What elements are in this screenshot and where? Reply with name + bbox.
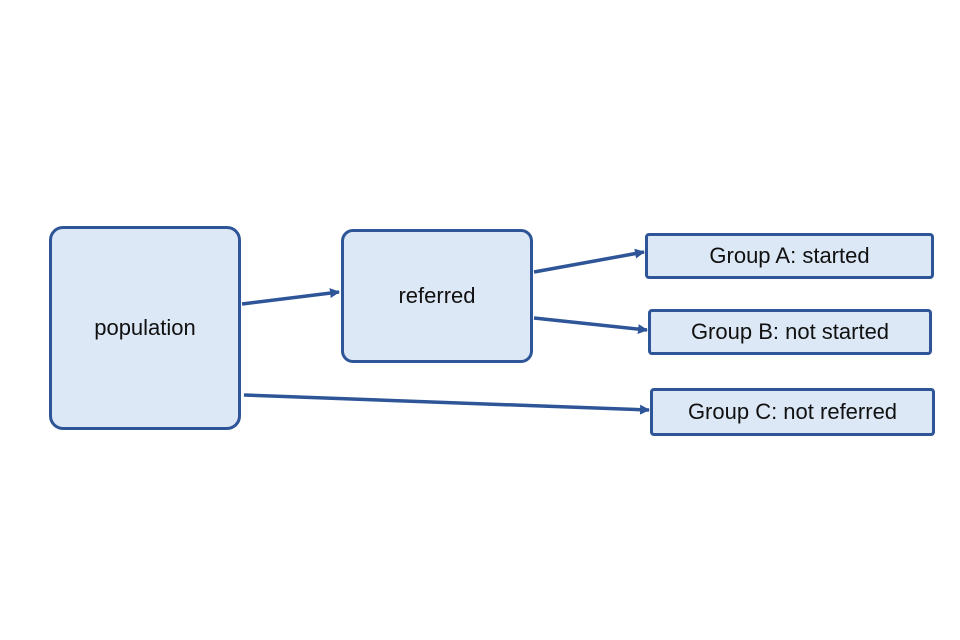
node-population-label: population — [94, 315, 196, 340]
arrow-referred-to-group-a — [533, 248, 645, 274]
arrow-population-to-group-c — [243, 393, 650, 415]
node-population: population — [49, 226, 241, 430]
node-group-a: Group A: started — [645, 233, 934, 279]
node-group-b: Group B: not started — [648, 309, 932, 355]
node-group-c: Group C: not referred — [650, 388, 935, 436]
node-group-c-label: Group C: not referred — [687, 399, 898, 424]
node-group-a-label: Group A: started — [709, 243, 870, 268]
arrow-referred-to-group-b — [533, 316, 648, 335]
node-group-b-label: Group B: not started — [690, 319, 890, 344]
node-referred: referred — [341, 229, 533, 363]
node-referred-label: referred — [398, 283, 476, 308]
arrow-population-to-referred — [241, 288, 340, 306]
